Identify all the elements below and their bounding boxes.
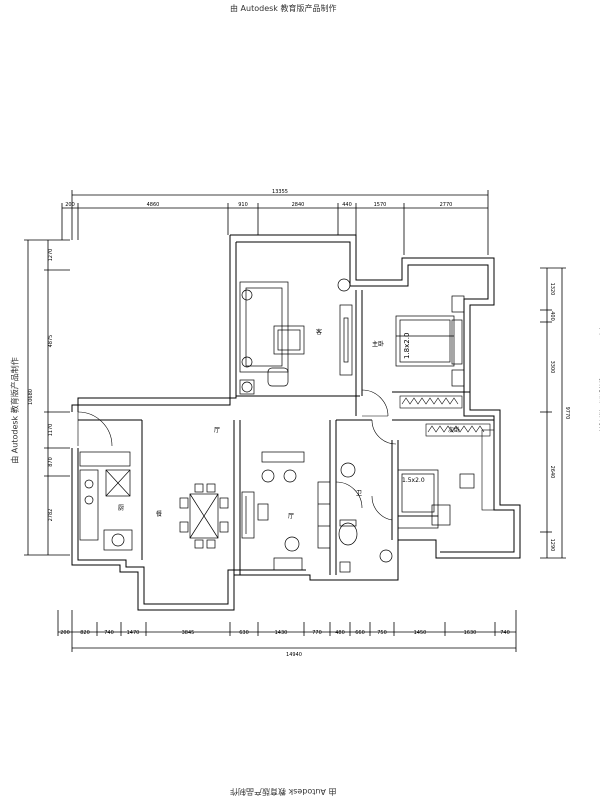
dim-left-segment: 1170 [48,424,54,437]
right-dimension-lines [540,267,566,559]
dining-table [179,483,229,549]
dim-left-segment: 4875 [48,335,54,348]
label-bath: 卫 [356,490,362,497]
watermark-top: 由 Autodesk 教育版产品制作 [230,4,337,13]
dim-bottom-segment: 1630 [464,630,477,636]
dim-right-segment: 3300 [549,361,555,374]
wardrobe-second [425,423,495,511]
dim-top-segment: 1570 [374,202,387,208]
kitchen-counters [79,451,133,551]
master-bed [395,295,465,387]
dim-top-segment: 910 [238,202,248,208]
door-swings [77,389,397,521]
dim-bottom-segment: 1470 [127,630,140,636]
dim-left-segment: 2782 [48,509,54,522]
label-dining: 餐 [156,510,162,518]
left-dimension-lines [24,239,70,556]
label-hall: 厅 [214,427,220,434]
top-dimension-lines [61,190,489,255]
dim-top-segment: 2770 [440,202,453,208]
label-bed-main: 1.8x2.0 [403,333,411,359]
exterior-walls [71,234,521,611]
dim-left-total: 10680 [28,389,34,405]
dim-right-segment: 2640 [549,466,555,479]
dim-bottom-segment: 820 [80,630,90,636]
bottom-dimension-lines [57,610,517,652]
dim-bottom-segment: 740 [104,630,114,636]
second-bed [397,469,475,529]
wardrobe-master [399,395,463,409]
dim-right-total: 9770 [564,407,570,420]
dim-top-segment: 200 [65,202,75,208]
dim-bottom-segment: 770 [312,630,322,636]
label-bed-second: 1.5x2.0 [402,477,425,484]
dim-bottom-segment: 630 [239,630,249,636]
hall-furniture [241,451,305,571]
dim-bottom-total: 14940 [286,652,302,658]
tv-cabinet [337,278,353,376]
label-living-room: 客 [316,328,322,336]
dim-bottom-segment: 740 [500,630,510,636]
dim-left-segment: 1270 [48,249,54,262]
dim-bottom-segment: 1450 [414,630,427,636]
dim-top-segment: 4860 [147,202,160,208]
dim-right-segment: 400 [549,311,555,321]
dim-left-segment: 870 [48,457,54,467]
label-kitchen: 厨 [118,505,124,512]
sofa-set [239,281,305,395]
label-hall-2: 厅 [288,513,294,520]
dim-bottom-segment: 3845 [182,630,195,636]
dim-right-segment: 1290 [549,539,555,552]
label-master-bedroom: 主卧 [372,340,384,348]
bathroom-fixtures [317,462,393,573]
dim-bottom-segment: 480 [335,630,345,636]
dim-bottom-segment: 660 [355,630,365,636]
dim-top-segment: 2840 [292,202,305,208]
dim-right-segment: 1320 [549,283,555,296]
dim-top-total: 13355 [272,189,288,195]
dim-bottom-segment: 1430 [275,630,288,636]
label-second-bedroom: 次卧 [448,426,460,434]
dim-bottom-segment: 750 [377,630,387,636]
dim-bottom-segment: 200 [60,630,70,636]
interior-walls [78,290,494,575]
dim-top-segment: 440 [342,202,352,208]
